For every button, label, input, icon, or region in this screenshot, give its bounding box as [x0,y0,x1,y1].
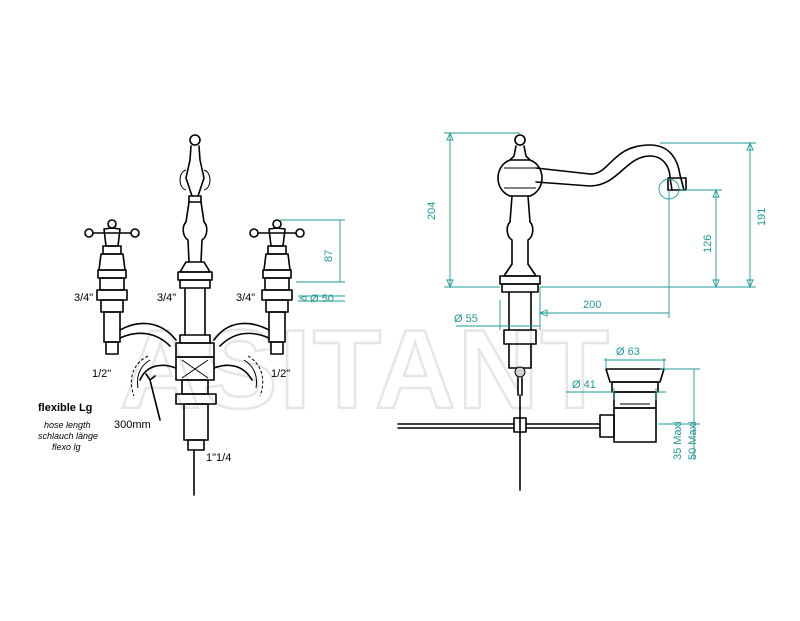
watermark: ASITANT [120,307,611,432]
dim-handle-diameter: Ø 50 [310,293,334,305]
dim-waste-diameter: Ø 41 [572,379,596,391]
side-mixer-body [497,134,543,491]
front-left-valve [84,219,177,355]
dim-total-height: 204 [426,202,438,220]
front-hoses [130,355,264,421]
hose-label-title: flexible Lg [38,402,92,414]
connection-right-label: 1/2" [271,368,290,380]
thread-left-label: 3/4" [74,292,93,304]
front-dimensions [280,219,345,302]
waste-thread-label: 1"1/4 [206,452,231,464]
side-view: 204 126 191 200 Ø 55 Ø 63 Ø 41 35 Maxi 5… [397,131,768,491]
connection-left-label: 1/2" [92,368,111,380]
dim-spout-top-height: 191 [756,208,768,226]
front-right-valve [213,219,305,355]
thread-right-label: 3/4" [236,292,255,304]
thread-center-label: 3/4" [157,292,176,304]
hose-label-en: hose length [44,420,91,430]
side-popup-waste [397,368,665,443]
front-view: 87 Ø 50 3/4" 3/4" 3/4" 1/2" 1/2" 300mm 1… [38,134,345,496]
side-spout [535,144,687,200]
dim-spout-reach: 200 [583,299,601,311]
dim-waste-top-diameter: Ø 63 [616,346,640,358]
side-dimensions [444,131,756,460]
dim-base-diameter: Ø 55 [454,313,478,325]
dim-waste-max-35: 35 Maxi [672,421,684,460]
hose-length-value: 300mm [114,419,151,431]
dim-handle-height: 87 [323,250,335,262]
hose-label-fr: flexo lg [52,442,81,452]
dim-spout-outlet-height: 126 [702,235,714,253]
hose-label-de: schlauch länge [38,431,98,441]
dim-waste-max-50: 50 Maxi [687,421,699,460]
front-spout [175,134,217,496]
